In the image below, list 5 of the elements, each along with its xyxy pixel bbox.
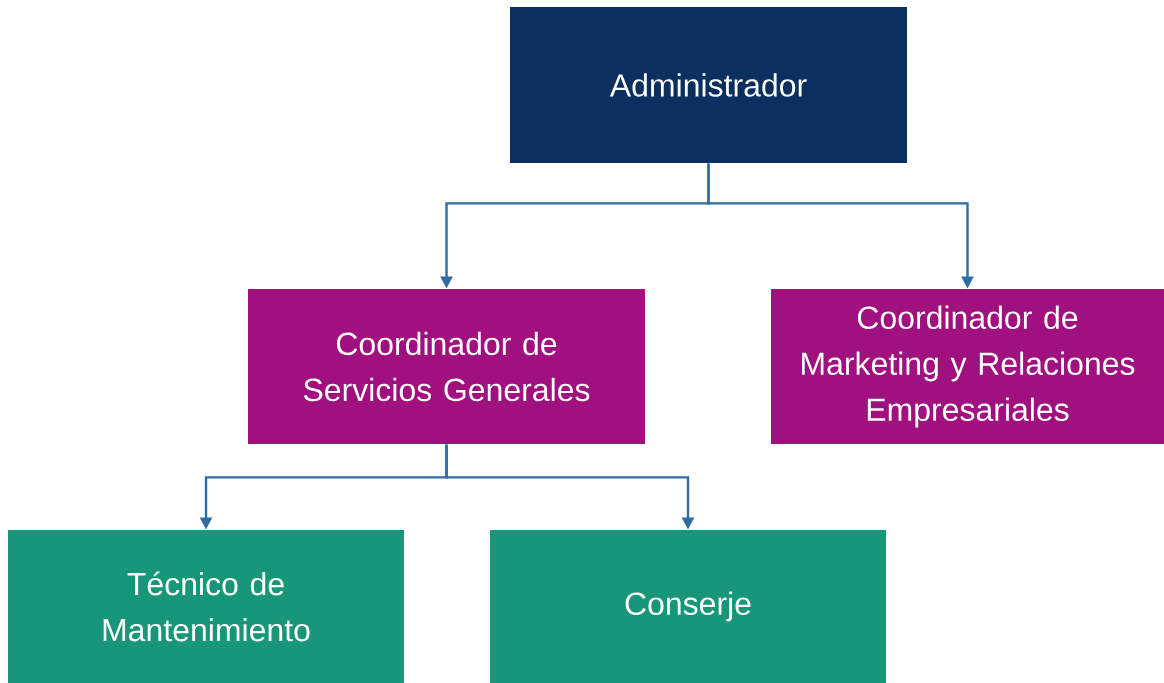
org-box: Conserje: [490, 530, 886, 683]
org-box: Administrador: [510, 7, 907, 163]
org-box: Coordinador de Servicios Generales: [248, 289, 645, 444]
org-box: Técnico de Mantenimiento: [8, 530, 404, 683]
org-box: Coordinador de Marketing y Relaciones Empresariales: [771, 289, 1164, 444]
